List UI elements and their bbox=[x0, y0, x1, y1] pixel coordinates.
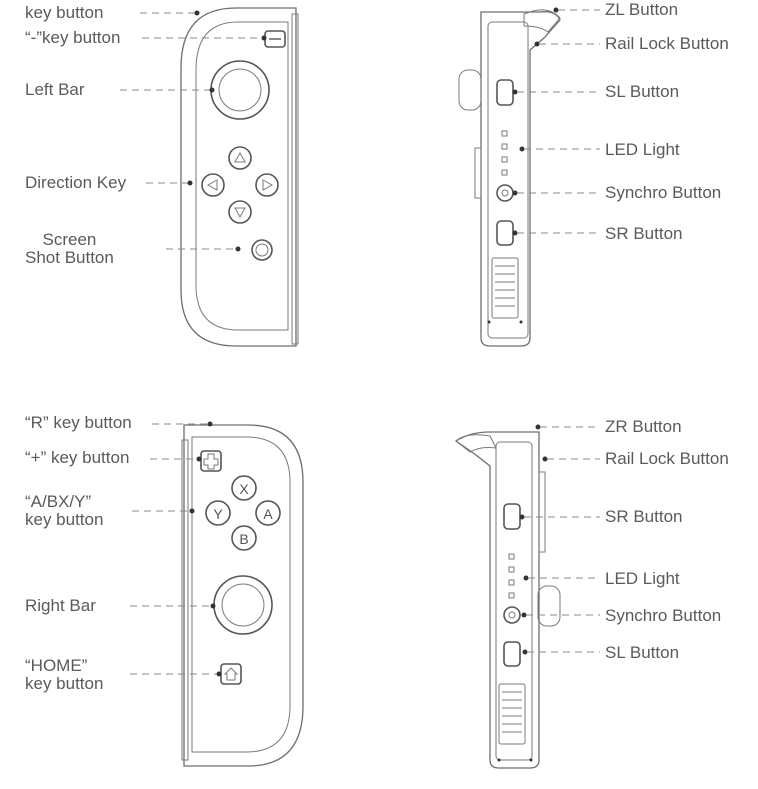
stick-side-shape bbox=[458, 69, 482, 111]
home-line2: key button bbox=[25, 674, 104, 693]
sr-button-label-right: SR Button bbox=[605, 507, 683, 526]
led-light-label-right: LED Light bbox=[605, 569, 680, 588]
sl-button-label-left: SL Button bbox=[605, 82, 680, 101]
right-joycon-side bbox=[454, 431, 561, 769]
sr-button-shape-right[interactable] bbox=[503, 503, 521, 530]
right-stick-shape[interactable] bbox=[213, 575, 273, 635]
right-joycon-front bbox=[181, 424, 304, 767]
sr-button-label-left: SR Button bbox=[605, 224, 683, 243]
abxy-line1: “A/BX/Y” bbox=[25, 492, 92, 511]
rail-lock-button-label-right: Rail Lock Button bbox=[605, 449, 729, 468]
a-button-label: A bbox=[263, 506, 273, 522]
face-buttons-shape[interactable] bbox=[205, 475, 281, 551]
key-button-label: key button bbox=[25, 3, 104, 22]
left-bar-label: Left Bar bbox=[25, 80, 85, 99]
r-key-button-label: “R” key button bbox=[25, 413, 132, 432]
minus-key-button-label: “-”key button bbox=[25, 28, 121, 47]
screen-shot-button-line1: Screen bbox=[42, 230, 97, 249]
sl-button-shape[interactable] bbox=[496, 79, 514, 106]
left-stick-shape[interactable] bbox=[210, 60, 270, 120]
direction-keys-shape[interactable] bbox=[201, 146, 279, 224]
rail-grip-shape bbox=[491, 257, 519, 319]
screenshot-button-shape[interactable] bbox=[251, 239, 273, 261]
plus-key-button-shape[interactable] bbox=[200, 450, 222, 472]
left-joycon-front bbox=[180, 7, 299, 347]
rail-grip-shape-right bbox=[498, 683, 526, 745]
led-light-shape bbox=[501, 130, 508, 176]
synchro-button-label-right: Synchro Button bbox=[605, 606, 722, 625]
zr-button-label: ZR Button bbox=[605, 417, 682, 436]
right-bar-label: Right Bar bbox=[25, 596, 96, 615]
synchro-button-shape[interactable] bbox=[496, 184, 514, 202]
y-button-label: Y bbox=[213, 506, 223, 522]
direction-key-label: Direction Key bbox=[25, 173, 127, 192]
screen-shot-button-label: Screen Shot Button bbox=[25, 231, 114, 267]
synchro-button-shape-right[interactable] bbox=[503, 606, 521, 624]
home-key-button-shape[interactable] bbox=[220, 663, 242, 685]
screen-shot-button-line2: Shot Button bbox=[25, 248, 114, 267]
sr-button-shape[interactable] bbox=[496, 220, 514, 246]
x-button-label: X bbox=[239, 481, 249, 497]
abxy-line2: key button bbox=[25, 510, 104, 529]
zl-button-label: ZL Button bbox=[605, 0, 679, 19]
abxy-key-button-label: “A/BX/Y” key button bbox=[25, 493, 103, 529]
synchro-button-label-left: Synchro Button bbox=[605, 183, 722, 202]
led-light-shape-right bbox=[508, 553, 515, 599]
sl-button-shape-right[interactable] bbox=[503, 641, 521, 667]
home-key-button-label: “HOME” key button bbox=[25, 657, 103, 693]
led-light-label-left: LED Light bbox=[605, 140, 680, 159]
plus-key-button-label: “+” key button bbox=[25, 448, 130, 467]
stick-side-shape-right bbox=[537, 585, 561, 627]
left-joycon-side bbox=[458, 9, 561, 347]
home-line1: “HOME” bbox=[25, 656, 88, 675]
leader-lines bbox=[120, 7, 600, 677]
rail-lock-button-label-left: Rail Lock Button bbox=[605, 34, 729, 53]
sl-button-label-right: SL Button bbox=[605, 643, 680, 662]
b-button-label: B bbox=[239, 531, 248, 547]
